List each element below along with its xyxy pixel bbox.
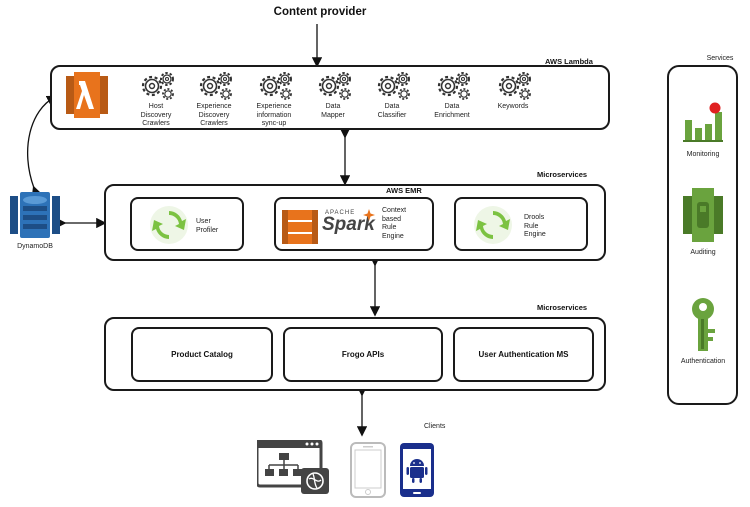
aws-lambda-title: AWS Lambda [545, 57, 593, 66]
product-catalog-label: Product Catalog [171, 350, 233, 359]
emr-cluster-icon [280, 204, 320, 253]
spark-star-icon [363, 208, 375, 226]
user-auth-card: User Authentication MS [453, 327, 594, 382]
context-engine-label: Context based Rule Engine [382, 207, 407, 240]
lambda-function-label: Data Mapper [321, 103, 345, 119]
lambda-function-label: Experience information sync-up [256, 103, 292, 127]
lambda-function-label: Experience Discovery Crawlers [196, 103, 232, 127]
product-catalog-card: Product Catalog [131, 327, 273, 382]
phone-icon [350, 442, 386, 503]
lambda-function-label: Data Classifier [377, 103, 407, 119]
aws-lambda-box [50, 65, 610, 130]
recycle-icon [149, 205, 189, 250]
clients-label: Clients [424, 423, 446, 430]
gear-icon [374, 69, 414, 108]
gear-icon [434, 69, 474, 108]
aws-emr-title: AWS EMR [386, 186, 422, 195]
emr-section-label: Microservices [537, 170, 588, 179]
dynamodb-label: DynamoDB [17, 243, 53, 250]
drools-recycle-icon [473, 205, 513, 250]
services-section-label: Microservices [537, 303, 588, 312]
gear-icon [315, 69, 355, 108]
lambda-function-label: Keywords [497, 103, 529, 110]
gear-icon [196, 69, 236, 108]
dynamo-lambda-arrow [27, 95, 58, 198]
authentication-key-icon [685, 297, 721, 358]
auditing-icon [683, 188, 723, 247]
dynamodb-icon [10, 190, 60, 245]
gear-icon [256, 69, 296, 108]
gear-icon [495, 69, 535, 108]
user-profiler-label: User Profiler [196, 218, 219, 234]
monitoring-icon [683, 100, 723, 149]
drools-label: Drools Rule Engine [524, 214, 546, 238]
content-provider-title: Content provider [273, 6, 367, 18]
side-services-title: Services [706, 55, 734, 62]
auditing-label: Auditing [690, 249, 716, 256]
web-app-icon [255, 438, 331, 501]
frogo-apis-card: Frogo APIs [283, 327, 443, 382]
monitoring-label: Monitoring [686, 151, 720, 158]
lambda-function-label: Data Enrichment [434, 103, 470, 119]
gear-icon [138, 69, 178, 108]
user-profiler-card [130, 197, 244, 251]
authentication-label: Authentication [680, 358, 726, 365]
user-auth-label: User Authentication MS [478, 350, 569, 359]
lambda-function-label: Host Discovery Crawlers [140, 103, 172, 127]
lambda-icon [66, 72, 108, 123]
spark-apache-text: APACHE [325, 210, 356, 216]
android-phone-icon [399, 442, 435, 503]
frogo-apis-label: Frogo APIs [341, 350, 385, 359]
spark-logo-text: Spark [322, 214, 375, 235]
